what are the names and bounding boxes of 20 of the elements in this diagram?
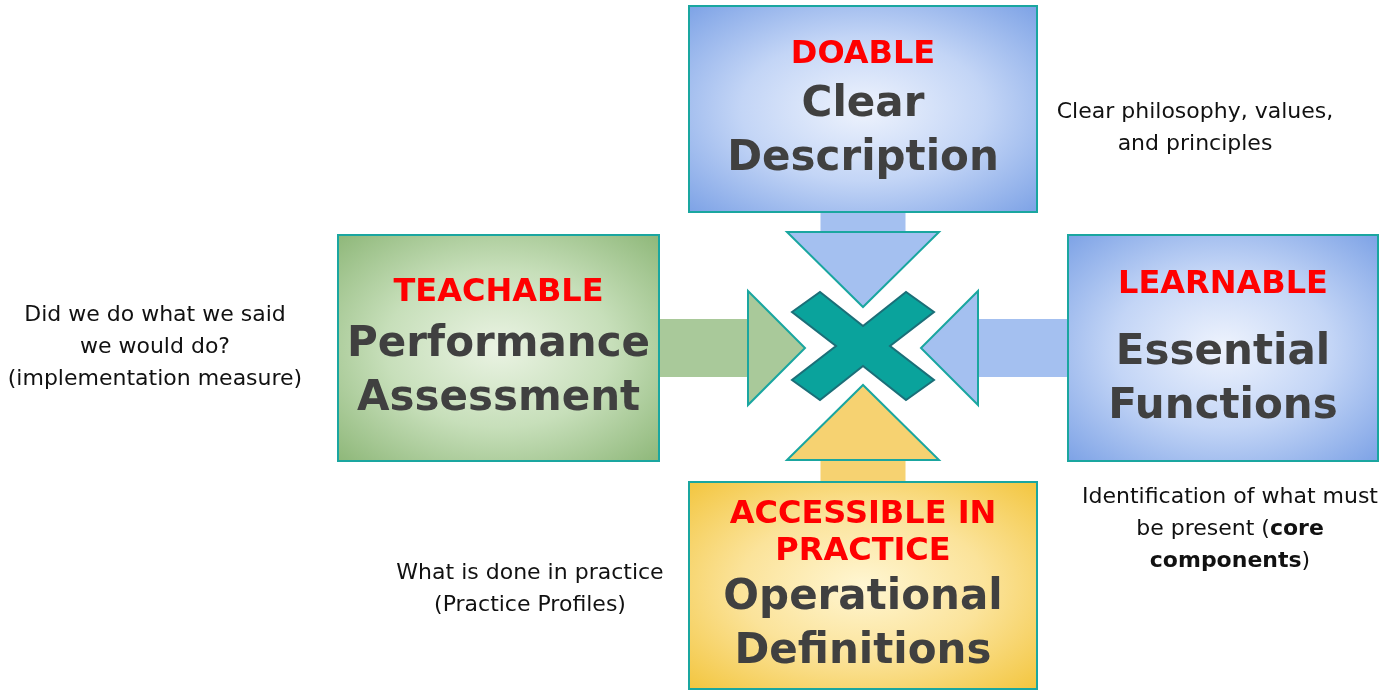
- callout-heading: TEACHABLE: [393, 272, 604, 309]
- note-text: What is done in practice (Practice Profiles): [395, 558, 665, 618]
- block-arrow: [786, 212, 940, 308]
- callout-title: Performance Assessment: [346, 315, 651, 423]
- callout-box: [337, 234, 660, 462]
- callout-box: [1067, 234, 1379, 462]
- callout-title: Essential Functions: [1107, 323, 1339, 431]
- block-arrow: [920, 290, 1068, 406]
- block-arrow: [786, 384, 940, 482]
- block-arrow: [659, 290, 806, 406]
- callout-box: [688, 481, 1038, 690]
- note-text: Identification of what must be present (core components): [1081, 482, 1379, 574]
- note-text: Clear philosophy, values, and principles: [1055, 97, 1335, 157]
- callout-heading: LEARNABLE: [1118, 264, 1328, 301]
- callout-heading: ACCESSIBLE IN PRACTICE: [728, 494, 998, 568]
- callout-heading: DOABLE: [790, 34, 936, 71]
- callout-title: Operational Definitions: [722, 568, 1004, 676]
- note-text: Did we do what we said we would do? (implementation measure): [6, 300, 304, 392]
- callout-box: [688, 5, 1038, 213]
- callout-title: Clear Description: [726, 75, 1000, 183]
